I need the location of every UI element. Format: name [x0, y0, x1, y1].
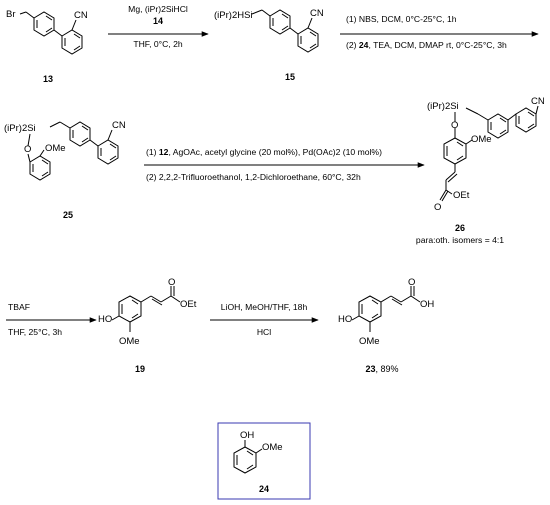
- step-3-conditions: (2) 2,2,2-Trifluoroethanol, 1,2-Dichloro…: [146, 172, 361, 182]
- compound-19-methoxy-label: OMe: [119, 336, 140, 347]
- compound-24-methoxy-label: OMe: [262, 442, 283, 453]
- step-2-conditions: (2) 24, TEA, DCM, DMAP rt, 0°C-25°C, 3h: [346, 40, 507, 50]
- step-5-reagent: LiOH, MeOH/THF, 18h: [221, 302, 308, 312]
- compound-26-number: 26: [455, 223, 465, 233]
- compound-26-silyl-label: (iPr)2Si: [427, 101, 459, 112]
- compound-26-nitrile-label: CN: [531, 96, 545, 107]
- compound-23-hydroxy-label: HO: [338, 314, 352, 325]
- compound-23-structure: [351, 286, 421, 332]
- step-1-reagent: Mg, (iPr)2SiHCl: [128, 4, 188, 14]
- compound-23: HO OMe O OH 23, 89%: [338, 277, 434, 374]
- compound-25-nitrile-label: CN: [112, 120, 126, 131]
- compound-23-carbonyl-label: O: [408, 277, 415, 288]
- compound-15-number: 15: [285, 72, 295, 82]
- compound-15-structure: [251, 9, 319, 53]
- compound-26-structure: [439, 105, 539, 202]
- reaction-step-1: Mg, (iPr)2SiHCl 14 THF, 0°C, 2h: [108, 4, 209, 49]
- compound-24-number: 24: [259, 484, 269, 494]
- compound-25-silyl-label: (iPr)2Si: [4, 123, 36, 134]
- step-5-conditions: HCl: [257, 327, 271, 337]
- compound-13: Br CN 13: [6, 9, 88, 84]
- compound-13-number: 13: [43, 74, 53, 84]
- compound-19-carbonyl-label: O: [168, 277, 175, 288]
- compound-26-methoxy-label: OMe: [471, 134, 492, 145]
- compound-13-nitrile-label: CN: [74, 10, 88, 21]
- step-3-reagents: (1) 12, AgOAc, acetyl glycine (20 mol%),…: [146, 147, 382, 157]
- compound-19-hydroxy-label: HO: [98, 314, 112, 325]
- compound-26-carbonyl-label: O: [434, 202, 441, 213]
- compound-24-frame: [217, 422, 311, 500]
- compound-26: (iPr)2Si O OMe CN O OEt 26 para:oth. iso…: [416, 96, 545, 245]
- compound-13-bromo-label: Br: [6, 9, 16, 20]
- reaction-step-5: LiOH, MeOH/THF, 18h HCl: [210, 302, 319, 337]
- compound-25-oxygen-label: O: [24, 144, 31, 155]
- compound-15-nitrile-label: CN: [310, 8, 324, 19]
- step-1-reagent-number: 14: [153, 16, 163, 26]
- compound-24-hydroxy-label: OH: [240, 430, 254, 441]
- compound-24-structure: [233, 440, 263, 474]
- compound-15-silyl-label: (iPr)2HSi: [214, 10, 253, 21]
- reaction-step-2: (1) NBS, DCM, 0°C-25°C, 1h (2) 24, TEA, …: [340, 14, 539, 50]
- compound-15: (iPr)2HSi CN 15: [214, 8, 324, 82]
- compound-23-number: 23: [365, 364, 375, 374]
- compound-25-methoxy-label: OMe: [45, 143, 66, 154]
- step-2-reagent: (1) NBS, DCM, 0°C-25°C, 1h: [346, 14, 457, 24]
- step-4-conditions: THF, 25°C, 3h: [8, 327, 62, 337]
- compound-25: (iPr)2Si O OMe CN 25: [4, 120, 126, 220]
- compound-26-isomer-ratio: para:oth. isomers = 4:1: [416, 235, 504, 245]
- compound-25-number: 25: [63, 210, 73, 220]
- reaction-step-4: TBAF THF, 25°C, 3h: [6, 302, 97, 337]
- compound-26-ethoxy-label: OEt: [453, 190, 470, 201]
- compound-19-number: 19: [135, 364, 145, 374]
- compound-26-oxygen-label: O: [451, 120, 458, 131]
- compound-23-yield: , 89%: [376, 364, 399, 374]
- compound-19: HO OMe O OEt 19: [98, 277, 197, 374]
- compound-19-structure: [111, 286, 181, 332]
- compound-23-methoxy-label: OMe: [359, 336, 380, 347]
- compound-25-structure: [27, 121, 119, 181]
- compound-13-structure: [19, 11, 83, 55]
- step-4-reagent: TBAF: [8, 302, 30, 312]
- compound-23-label: 23, 89%: [365, 364, 398, 374]
- step-1-conditions: THF, 0°C, 2h: [133, 39, 183, 49]
- compound-24-box: OH OMe 24: [217, 422, 311, 500]
- compound-19-ethoxy-label: OEt: [180, 299, 197, 310]
- compound-23-acid-label: OH: [420, 299, 434, 310]
- reaction-step-3: (1) 12, AgOAc, acetyl glycine (20 mol%),…: [144, 147, 425, 182]
